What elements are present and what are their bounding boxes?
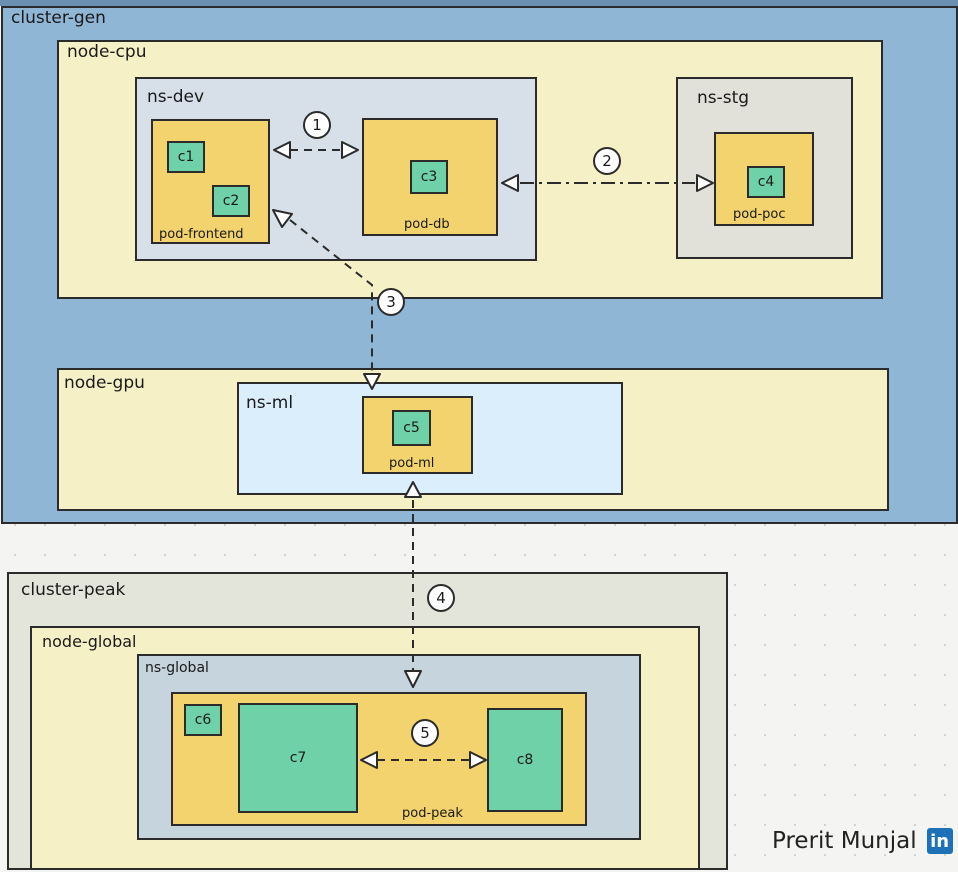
connection-4-badge: 4	[427, 584, 455, 612]
arrowhead-5b	[469, 751, 487, 769]
arrowhead-1a	[273, 141, 291, 159]
cluster-gen-label: cluster-gen	[11, 8, 106, 28]
cropped-title-bar	[0, 0, 958, 6]
arrowhead-3b	[363, 373, 381, 390]
container-c6: c6	[184, 704, 222, 736]
arrowhead-1b	[341, 141, 359, 159]
pod-frontend-label: pod-frontend	[159, 227, 244, 242]
container-c4: c4	[747, 166, 785, 198]
ns-ml-label: ns-ml	[246, 393, 294, 413]
arrowhead-2b	[696, 174, 714, 192]
arrowhead-4b	[404, 670, 422, 688]
container-c8: c8	[487, 708, 563, 812]
connection-1-badge: 1	[303, 111, 331, 139]
connection-5-badge: 5	[411, 719, 439, 747]
connection-3-line	[289, 219, 373, 372]
ns-dev-label: ns-dev	[147, 87, 205, 107]
pod-ml-label: pod-ml	[389, 456, 435, 471]
node-gpu-label: node-gpu	[64, 373, 145, 393]
ns-stg-label: ns-stg	[697, 88, 750, 108]
pod-poc-label: pod-poc	[733, 207, 786, 222]
node-global-label: node-global	[42, 632, 137, 651]
arrowhead-3a	[272, 209, 293, 228]
connection-2-badge: 2	[593, 147, 621, 175]
connection-3-badge: 3	[377, 288, 405, 316]
author-name: Prerit Munjal	[772, 828, 917, 854]
container-c3: c3	[410, 160, 448, 194]
container-c5: c5	[392, 410, 431, 446]
pod-peak-label: pod-peak	[402, 806, 463, 821]
node-cpu-label: node-cpu	[67, 42, 147, 62]
container-c2: c2	[212, 185, 250, 217]
arrowhead-4a	[404, 481, 422, 498]
linkedin-icon: in	[926, 828, 953, 854]
pod-poc	[714, 132, 814, 226]
container-c7: c7	[238, 703, 358, 813]
arrowhead-2a	[501, 174, 519, 192]
ns-global-label: ns-global	[145, 660, 209, 676]
pod-frontend	[151, 119, 270, 244]
container-c1: c1	[167, 141, 205, 173]
cluster-peak-label: cluster-peak	[21, 580, 126, 600]
pod-db-label: pod-db	[404, 217, 450, 232]
author-watermark: Prerit Munjal in	[772, 828, 953, 854]
arrowhead-5a	[360, 751, 378, 769]
